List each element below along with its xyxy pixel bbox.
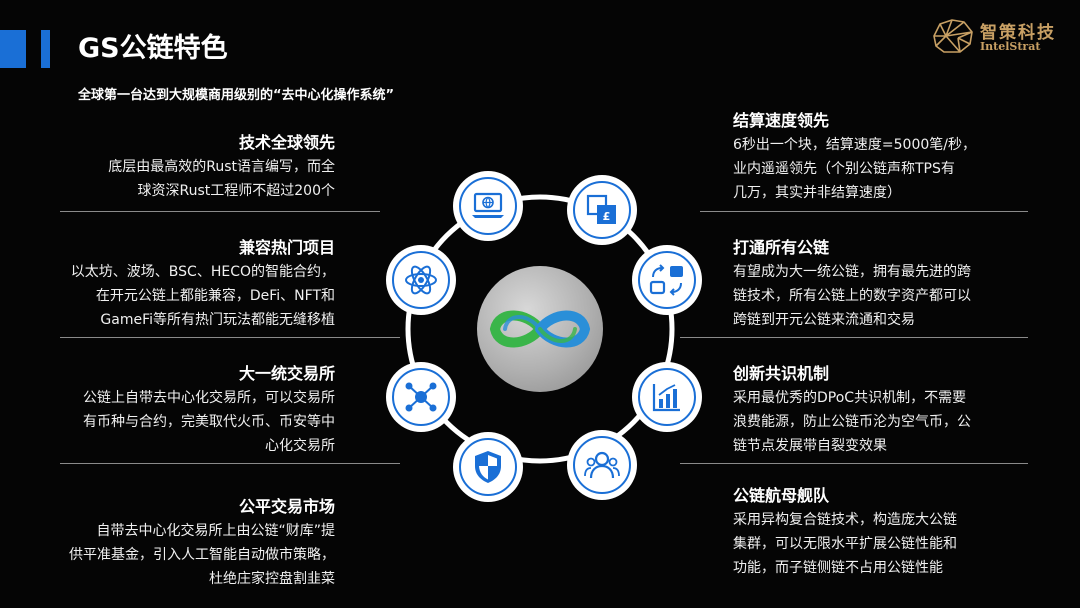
node-ring — [459, 438, 517, 496]
logo-text-cn: 智策科技 — [980, 23, 1056, 43]
feature-unified-exchange: 大一统交易所 公链上自带去中心化交易所，可以交易所 有币种与合约，完美取代火币、… — [25, 362, 335, 458]
feature-line: 有币种与合约，完美取代火币、币安等中 — [83, 414, 335, 430]
node-laptop — [453, 171, 523, 241]
node-ring — [392, 368, 450, 426]
feature-body: 底层由最高效的Rust语言编写，而全 球资深Rust工程师不超过200个 — [25, 155, 335, 203]
node-shield — [453, 432, 523, 502]
feature-line: 底层由最高效的Rust语言编写，而全 — [108, 159, 335, 175]
feature-line: 链技术，所有公链上的数字资产都可以 — [733, 288, 971, 304]
node-network — [386, 362, 456, 432]
node-ring: £ — [573, 181, 631, 239]
node-atom — [386, 245, 456, 315]
feature-body: 采用最优秀的DPoC共识机制，不需要 浪费能源，防止公链币沦为空气币，公 链节点… — [733, 386, 1043, 458]
feature-body: 公链上自带去中心化交易所，可以交易所 有币种与合约，完美取代火币、币安等中 心化… — [25, 386, 335, 458]
feature-line: GameFi等所有热门玩法都能无缝移植 — [100, 312, 335, 328]
feature-line: 杜绝庄家控盘割韭菜 — [209, 571, 335, 587]
divider-left-3 — [60, 463, 400, 464]
feature-line: 业内遥遥领先（个别公链声称TPS有 — [733, 161, 955, 177]
feature-line: 采用异构复合链技术，构造庞大公链 — [733, 512, 957, 528]
feature-body: 以太坊、波场、BSC、HECO的智能合约， 在开元公链上都能兼容，DeFi、NF… — [25, 260, 335, 332]
feature-body: 自带去中心化交易所上由公链“财库”提 供平准基金，引入人工智能自动做市策略， 杜… — [25, 519, 335, 591]
feature-line: 集群，可以无限水平扩展公链性能和 — [733, 536, 957, 552]
users-icon — [584, 451, 620, 479]
accent-bar-thin — [41, 30, 50, 68]
feature-carrier-fleet: 公链航母舰队 采用异构复合链技术，构造庞大公链 集群，可以无限水平扩展公链性能和… — [733, 484, 1043, 580]
page-title: GS公链特色 — [78, 33, 228, 64]
node-exchange: £ — [567, 175, 637, 245]
laptop-globe-icon — [472, 192, 504, 218]
feature-title: 大一统交易所 — [238, 364, 335, 383]
feature-consensus: 创新共识机制 采用最优秀的DPoC共识机制，不需要 浪费能源，防止公链币沦为空气… — [733, 362, 1043, 458]
feature-body: 6秒出一个块，结算速度=5000笔/秒， 业内遥遥领先（个别公链声称TPS有 几… — [733, 133, 1043, 205]
feature-line: 公链上自带去中心化交易所，可以交易所 — [83, 390, 335, 406]
node-ring — [459, 177, 517, 235]
atom-icon — [405, 265, 437, 295]
feature-settlement-speed: 结算速度领先 6秒出一个块，结算速度=5000笔/秒， 业内遥遥领先（个别公链声… — [733, 109, 1043, 205]
feature-line: 心化交易所 — [265, 438, 335, 454]
feature-connect-chains: 打通所有公链 有望成为大一统公链，拥有最先进的跨 链技术，所有公链上的数字资产都… — [733, 236, 1043, 332]
feature-title: 技术全球领先 — [238, 133, 335, 152]
page-subtitle: 全球第一台达到大规模商用级别的“去中心化操作系统” — [78, 88, 395, 103]
chart-bars-icon — [652, 384, 680, 412]
shield-icon — [475, 451, 501, 483]
divider-right-3 — [680, 463, 1028, 464]
feature-line: 以太坊、波场、BSC、HECO的智能合约， — [70, 264, 335, 280]
divider-right-2 — [680, 337, 1028, 338]
node-ring — [392, 251, 450, 309]
feature-title: 结算速度领先 — [733, 111, 830, 130]
center-logo — [477, 266, 603, 392]
node-chart — [632, 362, 702, 432]
feature-line: 在开元公链上都能兼容，DeFi、NFT和 — [95, 288, 335, 304]
feature-line: 自带去中心化交易所上由公链“财库”提 — [96, 523, 335, 539]
feature-title: 兼容热门项目 — [238, 238, 335, 257]
feature-tech-leading: 技术全球领先 底层由最高效的Rust语言编写，而全 球资深Rust工程师不超过2… — [25, 131, 335, 203]
company-logo: 智策科技 IntelStrat — [928, 16, 1058, 56]
infinity-logo-icon — [489, 310, 591, 348]
feature-line: 跨链到开元公链来流通和交易 — [733, 312, 915, 328]
feature-line: 几万，其实并非结算速度） — [733, 185, 901, 201]
accent-bar — [0, 30, 26, 68]
feature-line: 球资深Rust工程师不超过200个 — [137, 183, 335, 199]
currency-exchange-icon: £ — [586, 194, 616, 224]
feature-line: 采用最优秀的DPoC共识机制，不需要 — [733, 390, 967, 406]
feature-title: 公链航母舰队 — [733, 486, 830, 505]
divider-right-1 — [700, 211, 1028, 212]
feature-body: 有望成为大一统公链，拥有最先进的跨 链技术，所有公链上的数字资产都可以 跨链到开… — [733, 260, 1043, 332]
node-users — [567, 430, 637, 500]
feature-title: 创新共识机制 — [733, 364, 830, 383]
node-ring — [573, 436, 631, 494]
feature-compatibility: 兼容热门项目 以太坊、波场、BSC、HECO的智能合约， 在开元公链上都能兼容，… — [25, 236, 335, 332]
node-sync — [632, 245, 702, 315]
feature-title: 打通所有公链 — [733, 238, 830, 257]
feature-line: 6秒出一个块，结算速度=5000笔/秒， — [733, 137, 976, 153]
feature-line: 浪费能源，防止公链币沦为空气币，公 — [733, 414, 971, 430]
network-nodes-icon — [405, 382, 437, 412]
feature-title: 公平交易市场 — [238, 497, 335, 516]
feature-line: 供平准基金，引入人工智能自动做市策略， — [69, 547, 335, 563]
feature-fair-market: 公平交易市场 自带去中心化交易所上由公链“财库”提 供平准基金，引入人工智能自动… — [25, 495, 335, 591]
feature-body: 采用异构复合链技术，构造庞大公链 集群，可以无限水平扩展公链性能和 功能，而子链… — [733, 508, 1043, 580]
brain-icon — [933, 19, 973, 53]
sync-icon — [649, 264, 683, 296]
logo-text-en: IntelStrat — [980, 40, 1041, 53]
divider-left-2 — [60, 337, 400, 338]
feature-line: 有望成为大一统公链，拥有最先进的跨 — [733, 264, 971, 280]
feature-line: 链节点发展带自裂变效果 — [733, 438, 887, 454]
svg-text:£: £ — [603, 210, 611, 223]
divider-left-1 — [60, 211, 380, 212]
node-ring — [638, 251, 696, 309]
feature-line: 功能，而子链侧链不占用公链性能 — [733, 560, 943, 576]
node-ring — [638, 368, 696, 426]
